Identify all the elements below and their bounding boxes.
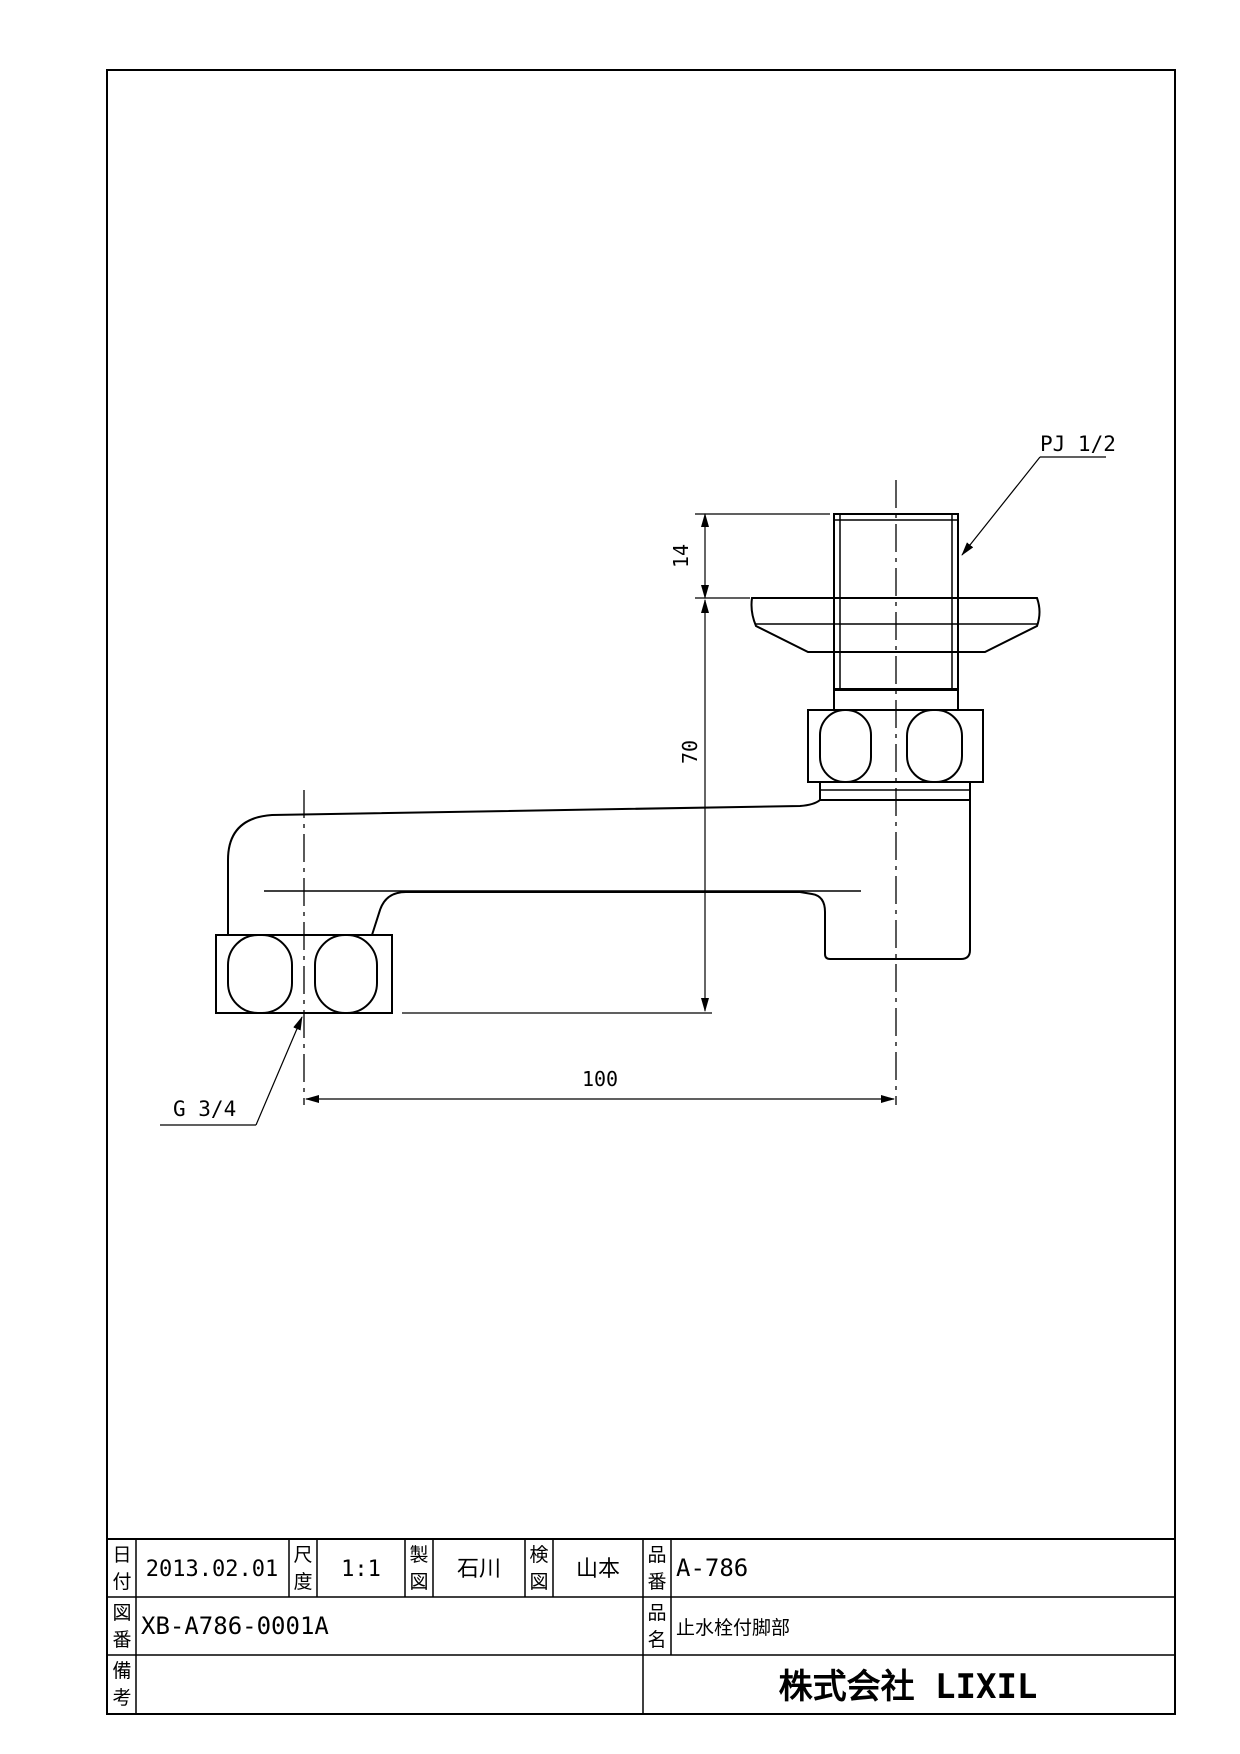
date-label-2: 付 — [112, 1571, 131, 1593]
sheet-frame — [106, 69, 1176, 1715]
drawing-no-label-2: 番 — [112, 1629, 131, 1651]
scale-label-2: 度 — [293, 1571, 312, 1593]
scale-label-1: 尺 — [293, 1544, 312, 1566]
part-name-label-2: 名 — [647, 1629, 666, 1651]
part-no-value: A-786 — [676, 1554, 748, 1582]
date-value: 2013.02.01 — [146, 1557, 278, 1582]
part-no-label-1: 品 — [647, 1544, 666, 1566]
dim-14-text: 14 — [669, 544, 693, 568]
remarks-label-1: 備 — [112, 1660, 131, 1682]
title-block: 日 付 2013.02.01 尺 度 1:1 製 図 石川 検 図 山本 品 番… — [107, 1538, 1175, 1714]
drawing-no-value: XB-A786-0001A — [141, 1612, 329, 1640]
checked-label-1: 検 — [529, 1544, 548, 1566]
drawing-no-label-1: 図 — [112, 1602, 131, 1624]
part-name-label-1: 品 — [647, 1602, 666, 1624]
drawn-label-2: 図 — [409, 1571, 428, 1593]
dimensions: 14 70 100 PJ 1/2 G 3/4 — [160, 432, 1116, 1126]
drawn-label-1: 製 — [409, 1544, 428, 1566]
drawn-value: 石川 — [457, 1557, 501, 1582]
checked-value: 山本 — [576, 1557, 620, 1582]
remarks-label-2: 考 — [112, 1687, 131, 1709]
company-logo: 株式会社 LIXIL — [779, 1667, 1038, 1707]
callout-g-text: G 3/4 — [173, 1097, 236, 1121]
dim-100-text: 100 — [582, 1067, 618, 1091]
checked-label-2: 図 — [529, 1571, 548, 1593]
part-no-label-2: 番 — [647, 1571, 666, 1593]
flange — [750, 597, 1041, 653]
part-name-value: 止水栓付脚部 — [676, 1617, 790, 1639]
date-label-1: 日 — [112, 1544, 131, 1566]
dim-70-text: 70 — [678, 740, 702, 764]
valve-body — [799, 800, 971, 960]
spout-arm — [227, 799, 821, 935]
callout-pj-text: PJ 1/2 — [1040, 432, 1116, 456]
scale-value: 1:1 — [341, 1557, 381, 1582]
part-outline — [215, 513, 1041, 1014]
